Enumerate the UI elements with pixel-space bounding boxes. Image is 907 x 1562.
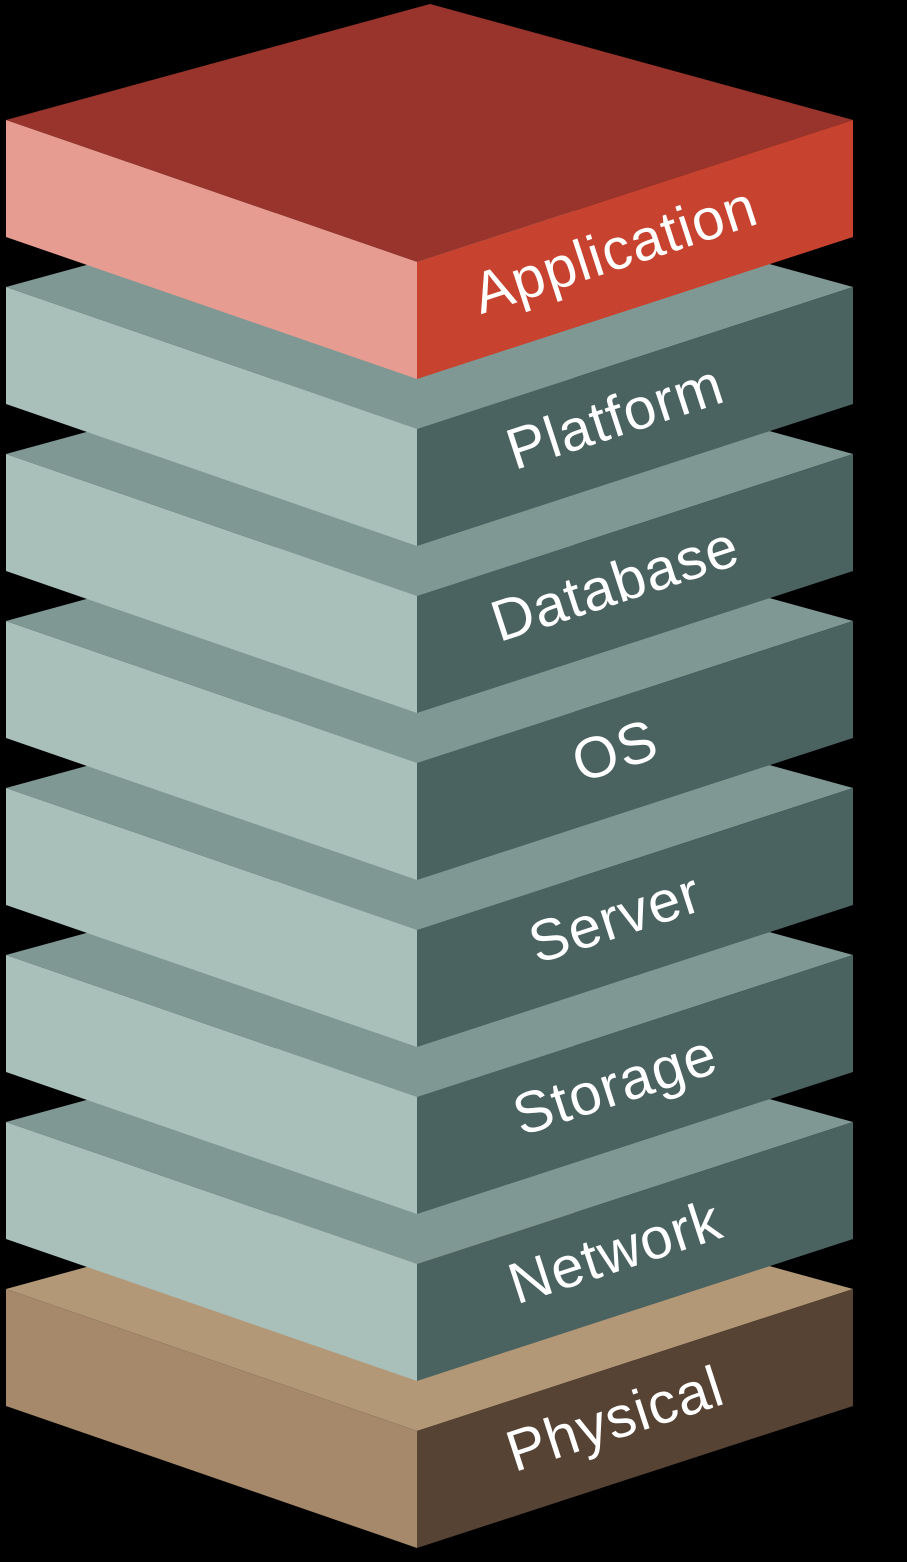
layer-right-face [417,621,853,880]
layer-left-face [6,454,417,713]
stack-layer-application: Application [6,4,853,379]
layer-left-face [6,120,417,379]
layer-left-face [6,1122,417,1381]
layer-right-face [417,454,853,713]
layer-left-face [6,1289,417,1548]
layer-right-face [417,120,853,379]
layer-right-face [417,1122,853,1381]
layer-right-face [417,788,853,1047]
layer-right-face [417,955,853,1214]
layer-left-face [6,621,417,880]
layer-left-face [6,287,417,546]
layer-right-face [417,287,853,546]
layer-left-face [6,955,417,1214]
layer-right-face [417,1289,853,1548]
layer-top-face [6,4,853,262]
layer-left-face [6,788,417,1047]
